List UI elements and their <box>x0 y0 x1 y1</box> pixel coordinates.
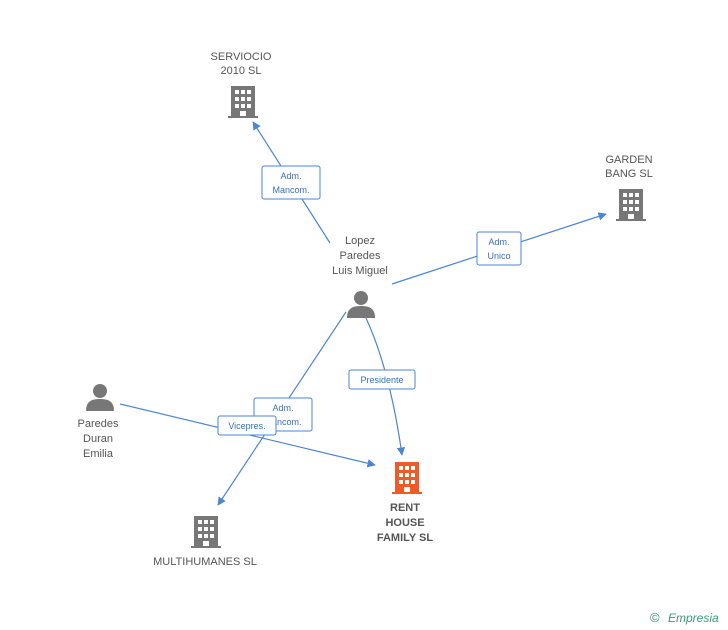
credit[interactable]: © Empresia <box>650 610 719 625</box>
edge-label-line: Unico <box>487 251 510 261</box>
edge-label-line: Adm. <box>272 403 293 413</box>
node-serviocio[interactable]: SERVIOCIO 2010 SL <box>211 51 272 118</box>
edge-label-line: Vicepres. <box>228 421 265 431</box>
edge-label-line: Presidente <box>360 375 403 385</box>
edge-label-line: Adm. <box>280 171 301 181</box>
edge-label-line: Adm. <box>488 237 509 247</box>
node-label-line: 2010 SL <box>221 65 262 77</box>
node-label-line: Luis Miguel <box>332 265 388 277</box>
node-label-line: BANG SL <box>605 168 653 180</box>
node-label-line: FAMILY SL <box>377 532 434 544</box>
node-paredes[interactable]: Paredes Duran Emilia <box>78 384 119 460</box>
brand-logo: Empresia <box>668 611 719 625</box>
building-icon <box>616 189 646 221</box>
person-icon <box>347 291 375 318</box>
node-multihumanes[interactable]: MULTIHUMANES SL <box>153 516 257 568</box>
node-label-line: HOUSE <box>385 517 424 529</box>
edge-label-line: Mancom. <box>272 185 309 195</box>
building-icon-highlighted <box>392 462 422 494</box>
node-label-line: RENT <box>390 502 420 514</box>
edge-label-line: Mancom. <box>264 417 301 427</box>
node-label-line: SERVIOCIO <box>211 51 272 63</box>
node-lopez[interactable]: Lopez Paredes Luis Miguel <box>332 235 388 318</box>
node-label-line: Paredes <box>340 250 381 262</box>
building-icon <box>228 86 258 118</box>
node-label-line: Duran <box>83 433 113 445</box>
edge-label-paredes-rent[interactable]: Vicepres. <box>217 415 277 436</box>
copyright-icon: © <box>650 610 660 625</box>
node-rent[interactable]: RENT HOUSE FAMILY SL <box>377 462 434 544</box>
node-label-line: GARDEN <box>605 154 652 166</box>
person-icon <box>86 384 114 411</box>
node-garden[interactable]: GARDEN BANG SL <box>605 154 653 221</box>
node-label-line: Emilia <box>83 448 114 460</box>
edge-label-lopez-rent[interactable]: Presidente <box>348 369 416 390</box>
building-icon <box>191 516 221 548</box>
node-label-line: Paredes <box>78 418 119 430</box>
edge-label-lopez-serviocio[interactable]: Adm. Mancom. <box>261 165 321 200</box>
node-label-line: Lopez <box>345 235 375 247</box>
node-label-line: MULTIHUMANES SL <box>153 556 257 568</box>
edge-label-lopez-garden[interactable]: Adm. Unico <box>476 231 522 266</box>
